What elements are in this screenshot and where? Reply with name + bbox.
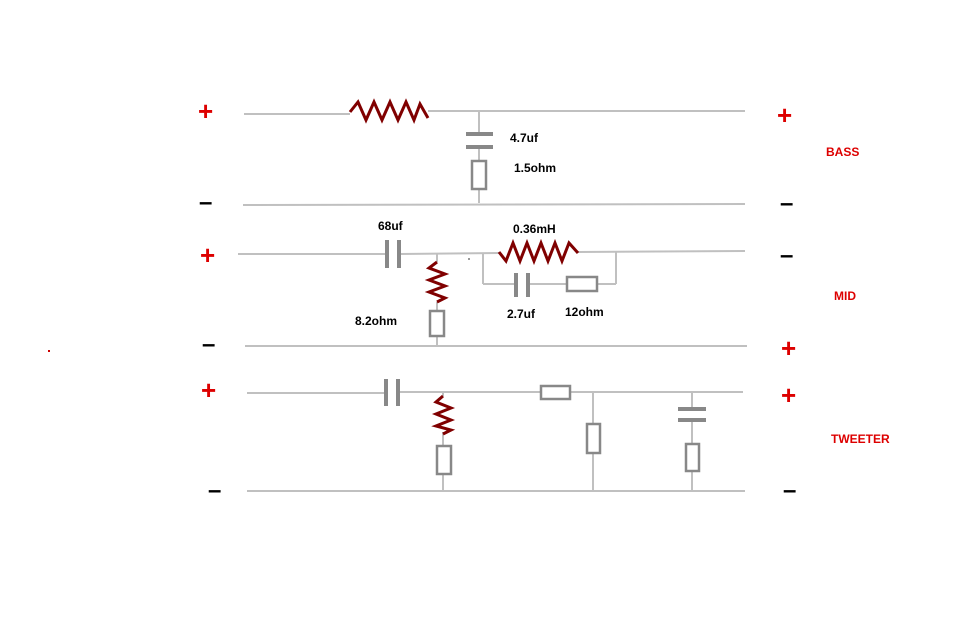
bass-resistor-icon	[470, 159, 488, 191]
bass-right-plus-terminal: +	[777, 100, 792, 130]
tweeter-section-label: TWEETER	[831, 432, 890, 446]
bass-circuit	[242, 98, 746, 206]
bass-negative-wire	[242, 203, 746, 206]
mid-notch-resistor-label: 12ohm	[565, 305, 604, 319]
bass-capacitor-label: 4.7uf	[510, 131, 539, 145]
bass-inductor-icon	[348, 98, 430, 124]
tweeter-shunt-zigzag-icon	[431, 394, 456, 436]
tweeter-shunt-resistor-2-icon	[585, 422, 602, 455]
component-labels: 4.7uf 1.5ohm 68uf 0.36mH 8.2ohm 2.7uf 12…	[355, 131, 604, 328]
terminal-symbols: + – + – + – – + + – + –	[198, 96, 796, 504]
mid-circuit	[238, 238, 747, 347]
tweeter-left-minus-terminal: –	[208, 477, 221, 504]
stray-dot	[468, 258, 470, 260]
bass-section-label: BASS	[826, 145, 859, 159]
mid-right-plus-terminal: +	[781, 333, 796, 363]
bass-left-minus-terminal: –	[199, 189, 212, 216]
mid-shunt-resistor-icon	[428, 309, 446, 338]
mid-left-plus-terminal: +	[200, 240, 215, 270]
tweeter-shunt-resistor-1-icon	[435, 444, 453, 476]
mid-inductor-icon	[497, 238, 580, 266]
mid-left-minus-terminal: –	[202, 331, 215, 358]
mid-shunt-zigzag-icon	[424, 260, 450, 304]
tweeter-shunt-resistor-3-icon	[684, 442, 701, 473]
section-labels: BASS MID TWEETER	[826, 145, 890, 446]
tweeter-right-minus-terminal: –	[783, 477, 796, 504]
tweeter-right-plus-terminal: +	[781, 380, 796, 410]
bass-right-minus-terminal: –	[780, 190, 793, 217]
mid-notch-resistor-icon	[565, 275, 599, 293]
mid-positive-wire-center	[399, 252, 501, 255]
mid-shunt-resistor-label: 8.2ohm	[355, 314, 397, 328]
mid-positive-wire-right	[577, 250, 746, 253]
mid-capacitor-label: 68uf	[378, 219, 404, 233]
mid-inductor-label: 0.36mH	[513, 222, 556, 236]
bass-resistor-label: 1.5ohm	[514, 161, 556, 175]
mid-section-label: MID	[834, 289, 856, 303]
stray-dot-left	[48, 350, 50, 352]
mid-right-minus-terminal: –	[780, 242, 793, 269]
tweeter-series-resistor-icon	[539, 384, 572, 401]
mid-notch-capacitor-label: 2.7uf	[507, 307, 536, 321]
tweeter-left-plus-terminal: +	[201, 375, 216, 405]
bass-left-plus-terminal: +	[198, 96, 213, 126]
tweeter-circuit	[247, 379, 745, 492]
